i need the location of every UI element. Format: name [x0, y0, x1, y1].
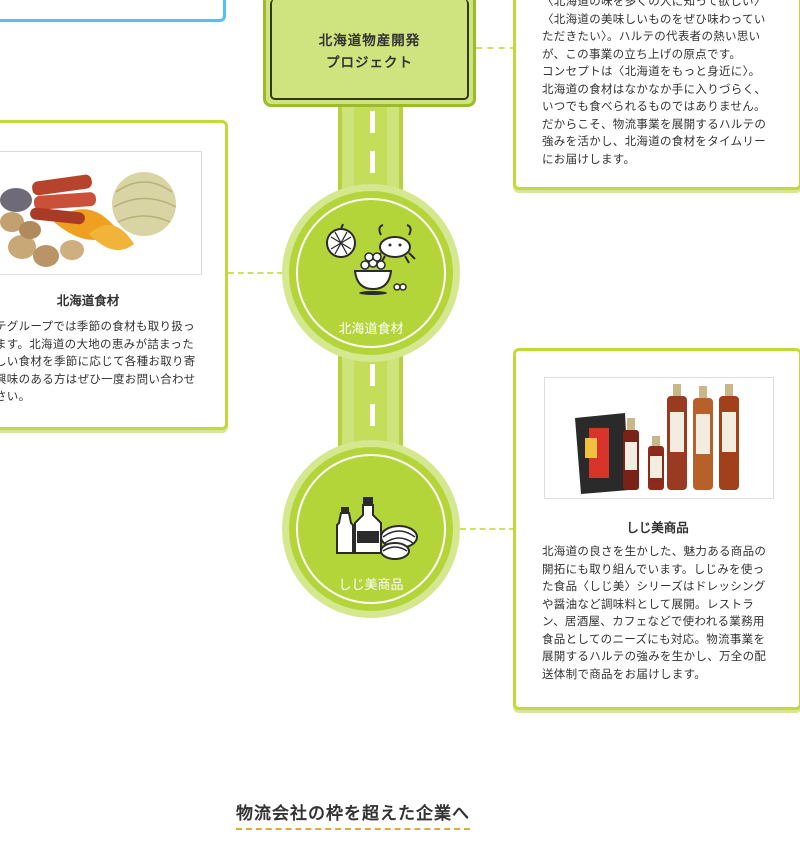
text-line: ます。北海道の大地の恵みが詰まった: [0, 336, 194, 351]
text-line: 展開するハルテの強みを生かし、万全の配: [542, 649, 767, 663]
text-line: 北海道の食材はなかなか手に入りづらく、: [542, 81, 767, 96]
top-right-card: 〈北海道の味を多くの人に知って欲しい〉〈北海道の美味しいものをぜひ味わっていただ…: [513, 0, 800, 190]
text-line: コンセプトは〈北海道をもっと身近に〉。: [542, 64, 761, 78]
shijimi-icons: [336, 497, 418, 560]
connector-project: [476, 47, 516, 49]
text-line: 北海道の良さを生かした、魅力ある商品の: [542, 544, 767, 558]
text-line: いつでも食べられるものではありません。: [542, 99, 766, 113]
text-line: 開拓にも取り組んでいます。しじみを使っ: [542, 561, 765, 576]
food-icons: [326, 223, 416, 295]
top-left-card-edge: [0, 0, 226, 22]
text-line: テグループでは季節の食材も取り扱っ: [0, 319, 195, 333]
connector-shijimi: [460, 528, 515, 530]
text-line: た食品〈しじ美〉シリーズはドレッシング: [542, 579, 766, 593]
hokkaido-foods-title: 北海道食材: [56, 293, 120, 308]
shijimi-card: しじ美商品 北海道の良さを生かした、魅力ある商品の開拓にも取り組んでいます。しじ…: [513, 348, 800, 710]
shijimi-photo: [544, 377, 774, 499]
project-title-line2: プロジェクト: [326, 55, 413, 71]
text-line: 興味のある方はぜひ一度お問い合わせ: [0, 371, 196, 386]
section-heading: 物流会社の枠を超えた企業へ: [236, 799, 470, 830]
text-line: だからこそ、物流事業を展開するハルテの: [542, 116, 767, 131]
text-line: さい。: [0, 389, 31, 403]
hokkaido-foods-card: 北海道食材 テグループでは季節の食材も取り扱っます。北海道の大地の恵みが詰まった…: [0, 120, 228, 430]
clam-icon: [380, 525, 418, 560]
bottle-icon: [354, 497, 382, 554]
text-line: 送体制で商品をお届けします。: [542, 666, 707, 681]
soy-sauce-bottle-icon: [336, 507, 354, 554]
text-line: ン、居酒屋、カフェなどで使われる業務用: [542, 614, 765, 628]
text-line: 強みを活かし、北海道の食材をタイムリー: [542, 134, 766, 148]
project-box: 北海道物産開発 プロジェクト: [263, 0, 476, 107]
text-line: 〈北海道の美味しいものをぜひ味わってい: [542, 11, 766, 26]
shijimi-node[interactable]: しじ美商品: [282, 440, 460, 618]
shijimi-products-illustration: [575, 384, 739, 494]
road-segment-top: [338, 105, 403, 197]
text-line: 食品としてのニーズにも対応。物流事業を: [542, 631, 766, 646]
shijimi-node-label: しじ美商品: [338, 578, 404, 593]
foods-illustration: [0, 172, 177, 267]
text-line: や醤油など調味料として展開。レストラ: [542, 596, 755, 611]
text-line: しい食材を季節に応じて各種お取り寄: [0, 354, 196, 368]
hokkaido-foods-photo: [0, 151, 202, 275]
shijimi-title: しじ美商品: [626, 520, 689, 535]
project-title-line1: 北海道物産開発: [318, 33, 421, 49]
text-line: にお届けします。: [542, 151, 636, 166]
top-right-card-text: 〈北海道の味を多くの人に知って欲しい〉〈北海道の美味しいものをぜひ味わっていただ…: [542, 0, 792, 168]
text-line: が、この事業の立ち上げの原点です。: [542, 46, 742, 61]
hokkaido-foods-node-label: 北海道食材: [338, 322, 404, 337]
hokkaido-foods-node[interactable]: 北海道食材: [282, 184, 460, 362]
ikura-bowl-icon: [353, 252, 407, 295]
hokkaido-foods-text: テグループでは季節の食材も取り扱っます。北海道の大地の恵みが詰まったしい食材を季…: [0, 318, 205, 406]
connector-hokkaido: [228, 272, 283, 274]
shijimi-text: 北海道の良さを生かした、魅力ある商品の開拓にも取り組んでいます。しじみを使った食…: [542, 543, 792, 683]
melon-icon: [326, 223, 356, 258]
text-line: 〈北海道の味を多くの人に知って欲しい〉: [542, 0, 766, 8]
road-segment-middle: [338, 350, 403, 450]
text-line: ただきたい〉。ハルテの代表者の熱い思い: [542, 29, 761, 43]
